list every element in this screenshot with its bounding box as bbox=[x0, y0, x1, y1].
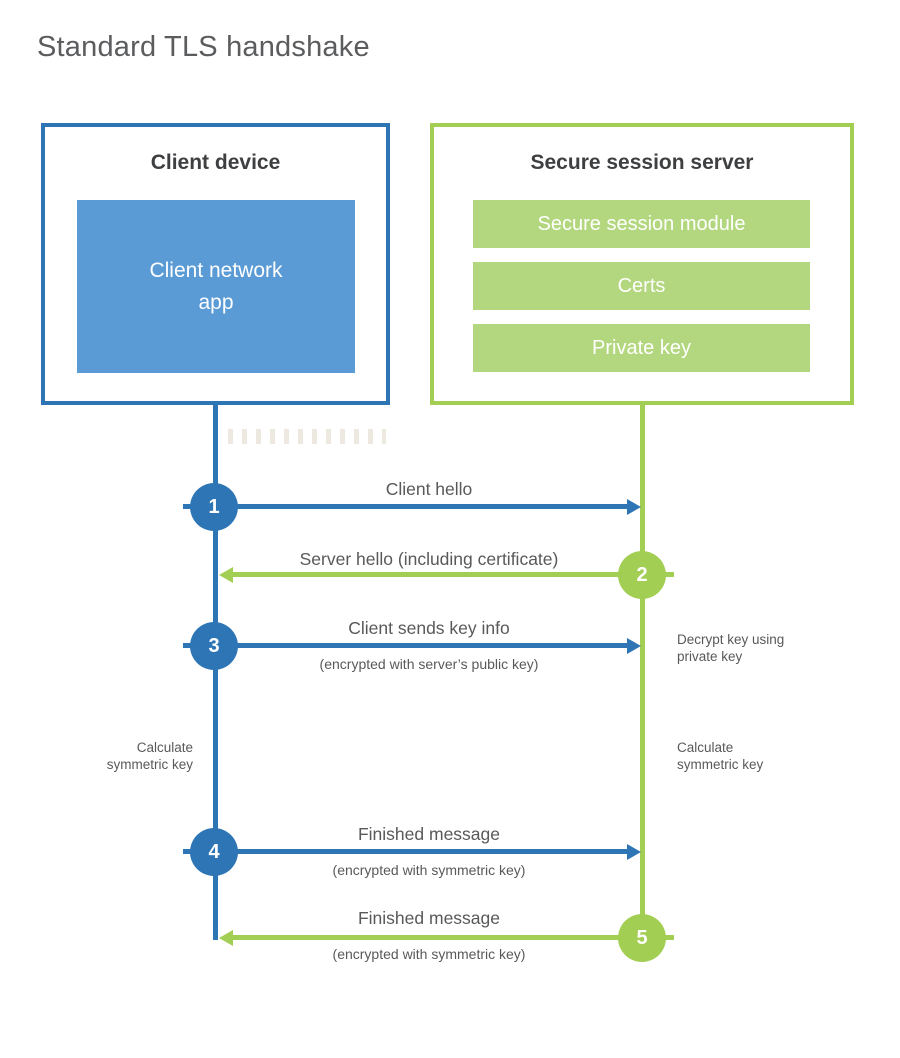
server-lifeline bbox=[640, 403, 645, 938]
arrow-client-hello bbox=[183, 498, 641, 515]
step-circle-1: 1 bbox=[190, 483, 238, 531]
arrowhead-right-icon bbox=[627, 498, 641, 515]
message-sublabel-finished-client: (encrypted with symmetric key) bbox=[332, 862, 526, 878]
arrowhead-left-icon bbox=[219, 566, 233, 583]
arrow-finished-client bbox=[183, 843, 641, 860]
arrow-finished-server bbox=[219, 929, 674, 946]
faint-dashes-artifact bbox=[228, 429, 386, 444]
step-circle-4: 4 bbox=[190, 828, 238, 876]
message-label-finished-client: Finished message bbox=[357, 824, 501, 844]
client-device-heading: Client device bbox=[150, 151, 281, 174]
message-label-client-key-info: Client sends key info bbox=[348, 618, 510, 638]
client-device-box: Client device Client network app bbox=[41, 123, 390, 405]
server-module-private-key: Private key bbox=[473, 324, 810, 372]
step-circle-2: 2 bbox=[618, 551, 666, 599]
message-sublabel-finished-server: (encrypted with symmetric key) bbox=[332, 946, 526, 962]
client-lifeline bbox=[213, 403, 218, 940]
secure-session-server-box: Secure session server Secure session mod… bbox=[430, 123, 854, 405]
step-circle-5: 5 bbox=[618, 914, 666, 962]
secure-session-server-heading: Secure session server bbox=[530, 151, 754, 174]
page-title: Standard TLS handshake bbox=[37, 31, 370, 63]
message-label-server-hello: Server hello (including certificate) bbox=[299, 549, 559, 569]
note-calculate-symmetric-key-client: Calculate symmetric key bbox=[106, 740, 193, 773]
arrowhead-right-icon bbox=[627, 637, 641, 654]
message-label-client-hello: Client hello bbox=[385, 479, 473, 499]
client-network-app-box: Client network app bbox=[77, 200, 355, 373]
message-sublabel-client-key-info: (encrypted with server’s public key) bbox=[319, 656, 539, 672]
note-decrypt-key: Decrypt key using private key bbox=[677, 632, 785, 665]
server-module-certs: Certs bbox=[473, 262, 810, 310]
message-label-finished-server: Finished message bbox=[357, 908, 501, 928]
arrow-client-key-info bbox=[183, 637, 641, 654]
server-module-secure-session-module: Secure session module bbox=[473, 200, 810, 248]
arrowhead-left-icon bbox=[219, 929, 233, 946]
arrowhead-right-icon bbox=[627, 843, 641, 860]
arrow-server-hello bbox=[219, 566, 674, 583]
step-circle-3: 3 bbox=[190, 622, 238, 670]
note-calculate-symmetric-key-server: Calculate symmetric key bbox=[677, 740, 764, 773]
